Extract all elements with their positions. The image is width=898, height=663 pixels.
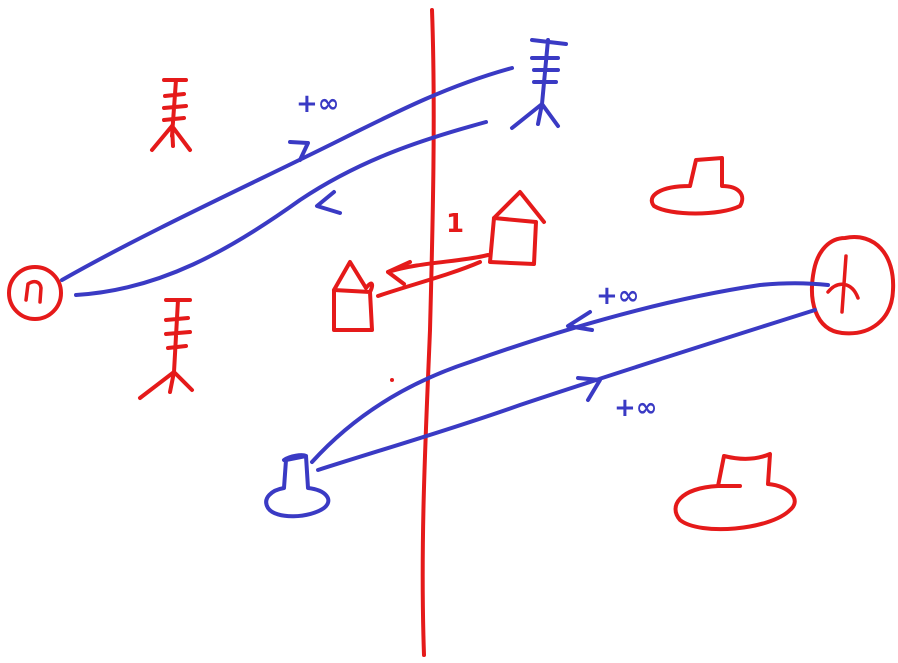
tree-icon [150,78,192,152]
arrow-upper-back [315,190,342,215]
tree-icon [138,298,194,400]
arrow-house [386,260,412,286]
boot-icon [264,453,331,519]
center-label: 1 [446,209,464,239]
right-upper-label: +∞ [596,281,639,311]
house-path [376,253,490,298]
arrow-lower-forward [576,376,602,402]
arrow-upper-forward [288,140,310,162]
tree-icon [510,38,568,130]
top-path-label: +∞ [296,89,339,119]
boot-icon [673,452,797,532]
right-lower-label: +∞ [614,393,657,423]
upper-path [60,66,514,297]
right-portal-icon [810,235,896,336]
mirror-line [420,8,436,657]
house-icon [488,190,546,266]
arrow-lower-back [566,310,594,332]
left-portal-icon [7,265,63,321]
lower-path [310,281,830,472]
dot-mark [390,378,394,382]
house-icon [332,260,375,332]
boot-icon [650,156,745,216]
